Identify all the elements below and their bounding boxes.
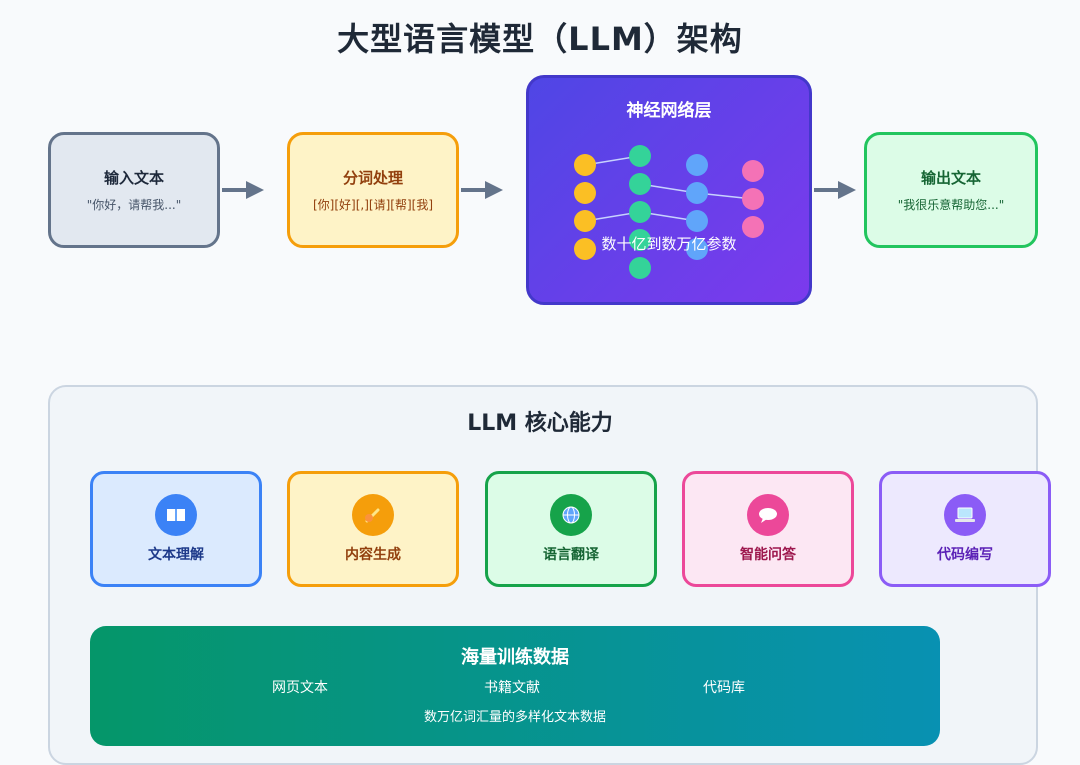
neural-network-box: 神经网络层 数十亿到数万亿参数 xyxy=(526,75,812,305)
input-text-example: "你好，请帮我..." xyxy=(86,198,182,212)
arrow-right-icon xyxy=(812,178,858,202)
output-layer-nodes xyxy=(742,160,764,238)
capability-text-understanding: 文本理解 xyxy=(90,471,262,587)
laptop-icon xyxy=(944,494,986,536)
hidden-layer-2-nodes xyxy=(686,154,708,260)
input-layer-nodes xyxy=(574,154,596,260)
output-text-example: "我很乐意帮助您..." xyxy=(897,198,1005,212)
writing-hand-icon xyxy=(352,494,394,536)
capability-content-generation: 内容生成 xyxy=(287,471,459,587)
training-data-item: 代码库 xyxy=(703,680,745,696)
neural-network-title: 神经网络层 xyxy=(626,101,712,121)
capability-label: 代码编写 xyxy=(937,547,993,563)
capability-label: 文本理解 xyxy=(148,547,204,563)
output-text-title: 输出文本 xyxy=(920,169,981,187)
training-data-item: 网页文本 xyxy=(272,680,328,696)
capability-label: 智能问答 xyxy=(740,547,796,563)
input-text-title: 输入文本 xyxy=(103,169,164,187)
globe-icon xyxy=(550,494,592,536)
training-data-box: 海量训练数据 网页文本 书籍文献 代码库 数万亿词汇量的多样化文本数据 xyxy=(90,626,940,746)
capability-qa: 智能问答 xyxy=(682,471,854,587)
capability-label: 内容生成 xyxy=(345,547,401,563)
page-title: 大型语言模型（LLM）架构 xyxy=(337,20,743,58)
parameter-count-label: 数十亿到数万亿参数 xyxy=(601,235,737,253)
tokenize-title: 分词处理 xyxy=(342,169,403,187)
speech-bubble-icon xyxy=(747,494,789,536)
arrow-right-icon xyxy=(220,178,266,202)
hidden-layer-1-nodes xyxy=(629,145,651,279)
output-text-box: 输出文本 "我很乐意帮助您..." xyxy=(864,132,1038,248)
training-data-item: 书籍文献 xyxy=(484,680,540,696)
tokenize-box: 分词处理 [你][好][,][请][帮][我] xyxy=(287,132,459,248)
core-capabilities-title: LLM 核心能力 xyxy=(467,411,613,436)
capability-translation: 语言翻译 xyxy=(485,471,657,587)
capability-coding: 代码编写 xyxy=(879,471,1051,587)
training-data-description: 数万亿词汇量的多样化文本数据 xyxy=(423,710,606,725)
input-text-box: 输入文本 "你好，请帮我..." xyxy=(48,132,220,248)
neural-network-graphic xyxy=(574,145,764,279)
tokenize-tokens: [你][好][,][请][帮][我] xyxy=(313,198,433,212)
capability-label: 语言翻译 xyxy=(543,547,599,563)
arrow-right-icon xyxy=(459,178,505,202)
training-data-title: 海量训练数据 xyxy=(461,647,569,668)
book-icon xyxy=(155,494,197,536)
